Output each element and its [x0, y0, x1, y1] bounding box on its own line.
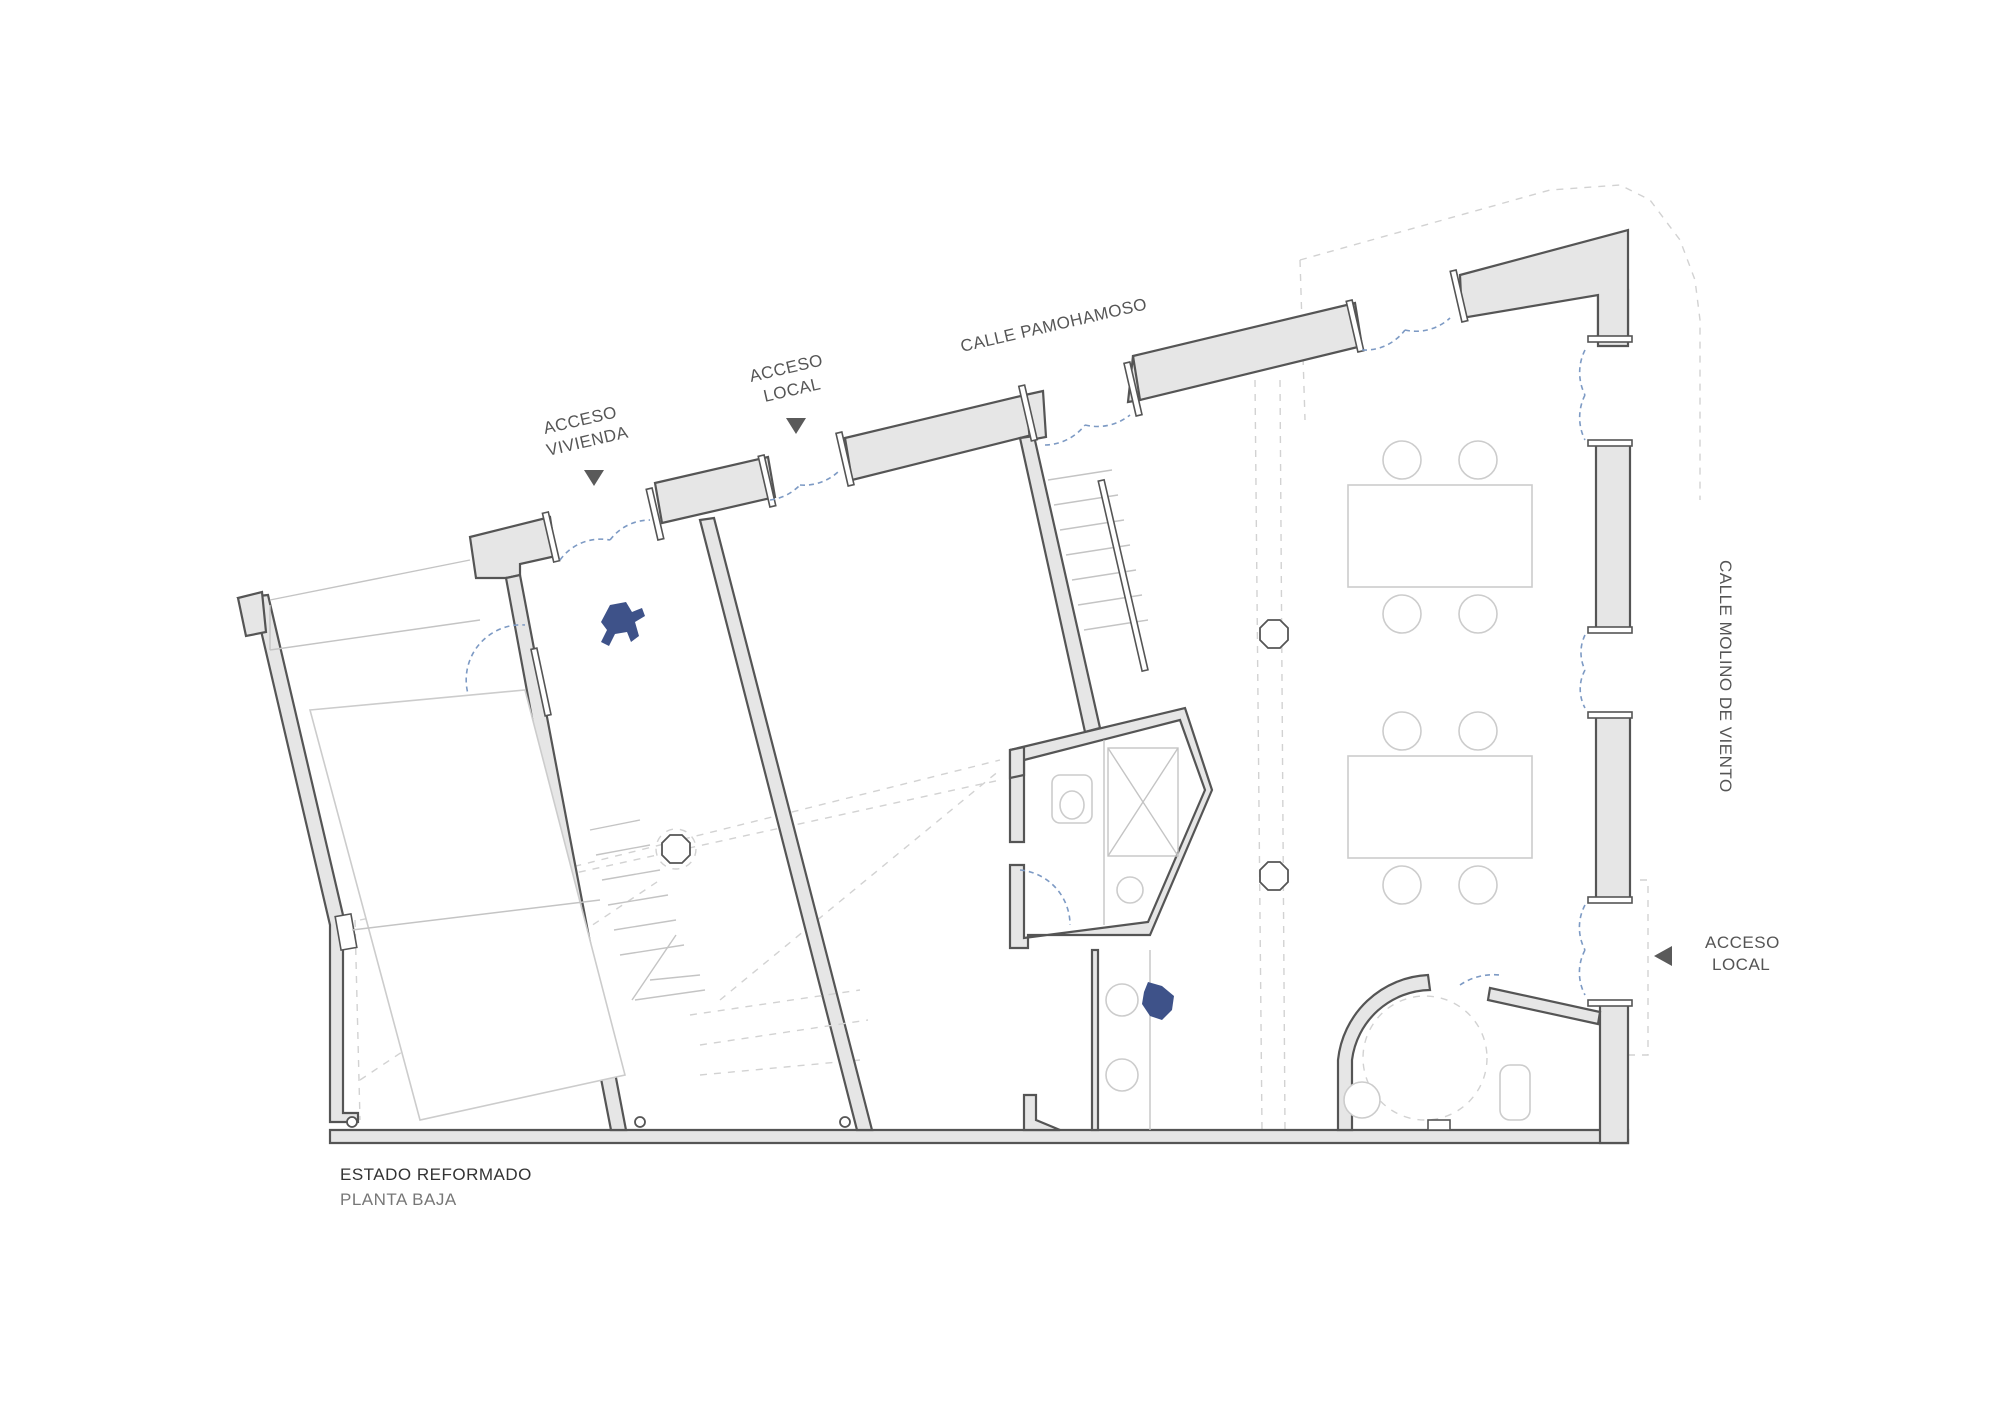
chair: [1458, 711, 1498, 751]
bed: [308, 689, 626, 1121]
street-label-top: CALLE PAMOHAMOSO: [959, 294, 1149, 355]
chair: [1458, 594, 1498, 634]
triangle-left-icon: [1654, 946, 1672, 966]
people: [601, 602, 1174, 1020]
plan-title: ESTADO REFORMADO: [340, 1165, 532, 1184]
dining-table: [1347, 755, 1533, 859]
column: [661, 834, 691, 864]
sink: [1116, 876, 1144, 904]
plan-subtitle: PLANTA BAJA: [340, 1190, 457, 1209]
labels: CALLE PAMOHAMOSO CALLE MOLINO DE VIENTO …: [542, 294, 1780, 974]
access-arrows: [584, 418, 1672, 966]
chair: [1458, 865, 1498, 905]
triangle-down-icon: [786, 418, 806, 434]
person-icon: [1142, 982, 1174, 1020]
person-icon: [601, 602, 645, 646]
chair: [1458, 440, 1498, 480]
dining-table: [1347, 484, 1533, 588]
street-label-right: CALLE MOLINO DE VIENTO: [1716, 560, 1735, 793]
shower: [1107, 747, 1179, 857]
triangle-down-icon: [584, 470, 604, 486]
chair: [1382, 711, 1422, 751]
furniture: [269, 440, 1533, 1131]
columns: [655, 619, 1289, 891]
column: [1259, 861, 1289, 891]
chair: [1382, 594, 1422, 634]
access-local-right-line2: LOCAL: [1712, 955, 1770, 974]
chair: [1382, 865, 1422, 905]
stairs: [589, 469, 1149, 1046]
access-local-right-line1: ACCESO: [1705, 933, 1780, 952]
openings: [334, 269, 1633, 1007]
chair: [1382, 440, 1422, 480]
column: [1259, 619, 1289, 649]
